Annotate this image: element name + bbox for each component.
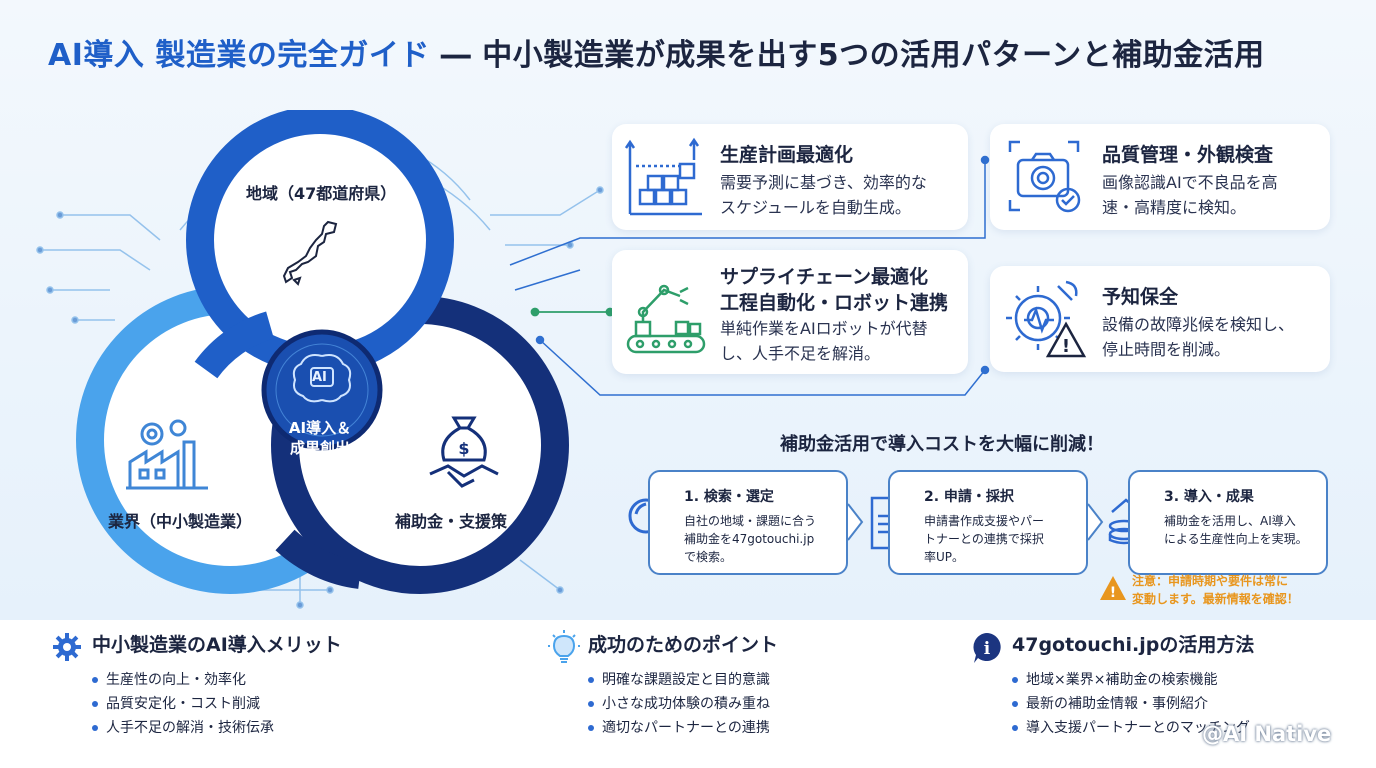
pattern-desc: 設備の故障兆候を検知し、 停止時間を削減。 <box>1102 315 1295 359</box>
svg-text:i: i <box>984 639 991 659</box>
pattern-desc: 画像認識AIで不良品を高 速・高精度に検知。 <box>1102 173 1278 217</box>
info-icon: i <box>973 633 1001 663</box>
svg-text:!: ! <box>1062 336 1070 357</box>
subsidy-note: 注意：申請時期や要件は常に 変動します。最新情報を確認！ <box>1132 574 1299 606</box>
money-handshake-icon: $ <box>429 416 499 488</box>
lightbulb-icon <box>548 630 580 663</box>
pattern-card-production: 生産計画最適化 需要予測に基づき、効率的な スケジュールを自動生成。 <box>612 124 968 230</box>
title-dash: ― <box>429 38 483 73</box>
step-desc: 申請書作成支援やパー トナーとの連携で採択 率UP。 <box>924 514 1045 564</box>
ai-brain-icon <box>292 354 352 403</box>
list-item: 生産性の向上・効率化 <box>92 668 274 692</box>
warning-icon: ! <box>1100 576 1126 601</box>
pattern-title: 品質管理・外観検査 <box>1102 144 1274 166</box>
step-title: 3. 導入・成果 <box>1164 489 1254 505</box>
pattern-card-supplychain: サプライチェーン最適化 工程自動化・ロボット連携 単純作業をAIロボットが代替 … <box>612 250 968 374</box>
subsidy-label: 補助金・支援策 <box>395 512 508 531</box>
step-arrows <box>847 503 1104 541</box>
list-item: 導入支援パートナーとのマッチング <box>1012 716 1250 740</box>
robot-arm-icon <box>626 284 706 354</box>
subsidy-step-2: 2. 申請・採択 申請書作成支援やパー トナーとの連携で採択 率UP。 <box>888 470 1088 575</box>
japan-map-icon <box>282 220 338 286</box>
list-item: 地域×業界×補助金の検索機能 <box>1012 668 1250 692</box>
svg-text:!: ! <box>1110 585 1116 601</box>
column-heading: 中小製造業のAI導入メリット <box>92 634 342 656</box>
pattern-desc: 単純作業をAIロボットが代替 し、人手不足を解消。 <box>720 319 928 363</box>
watermark: @AI Native <box>1202 722 1332 746</box>
gear-warning-icon: ! <box>1006 280 1087 358</box>
list-item: 適切なパートナーとの連携 <box>588 716 770 740</box>
step-desc: 補助金を活用し、AI導入 による生産性向上を実現。 <box>1164 514 1308 546</box>
pattern-card-quality: 品質管理・外観検査 画像認識AIで不良品を高 速・高精度に検知。 <box>990 124 1330 230</box>
step-title: 1. 検索・選定 <box>684 489 774 505</box>
merits-list: 生産性の向上・効率化 品質安定化・コスト削減 人手不足の解消・技術伝承 <box>92 668 274 740</box>
page-title: AI導入 製造業の完全ガイド ― 中小製造業が成果を出す5つの活用パターンと補助… <box>48 30 1265 74</box>
pattern-title: 予知保全 <box>1102 286 1179 308</box>
step-desc: 自社の地域・課題に合う 補助金を47gotouchi.jp で検索。 <box>684 514 817 564</box>
column-heading: 47gotouchi.jpの活用方法 <box>1012 634 1255 656</box>
svg-text:$: $ <box>458 439 469 458</box>
production-chart-icon <box>624 137 702 216</box>
bottom-panel <box>0 620 1376 768</box>
title-part2: 中小製造業が成果を出す5つの活用パターンと補助金活用 <box>482 38 1265 73</box>
camera-check-icon <box>1008 140 1081 213</box>
list-item: 品質安定化・コスト削減 <box>92 692 274 716</box>
usage-list: 地域×業界×補助金の検索機能 最新の補助金情報・事例紹介 導入支援パートナーとの… <box>1012 668 1250 740</box>
center-label: AI導入＆ 成果創出 <box>288 419 352 457</box>
points-list: 明確な課題設定と目的意識 小さな成功体験の積み重ね 適切なパートナーとの連携 <box>588 668 770 740</box>
pattern-title: 生産計画最適化 <box>720 144 854 166</box>
list-item: 最新の補助金情報・事例紹介 <box>1012 692 1250 716</box>
list-item: 小さな成功体験の積み重ね <box>588 692 770 716</box>
industry-label: 業界（中小製造業） <box>108 512 253 531</box>
list-item: 人手不足の解消・技術伝承 <box>92 716 274 740</box>
subsidy-step-1: 1. 検索・選定 自社の地域・課題に合う 補助金を47gotouchi.jp で… <box>648 470 848 575</box>
subsidy-step-3: 3. 導入・成果 補助金を活用し、AI導入 による生産性向上を実現。 <box>1128 470 1328 575</box>
pattern-title: サプライチェーン最適化 工程自動化・ロボット連携 <box>720 266 949 314</box>
pattern-card-maintenance: ! 予知保全 設備の故障兆候を検知し、 停止時間を削減。 <box>990 266 1330 372</box>
factory-icon <box>126 419 208 490</box>
region-label: 地域（47都道府県） <box>246 184 397 203</box>
gear-icon <box>53 633 81 661</box>
pattern-desc: 需要予測に基づき、効率的な スケジュールを自動生成。 <box>720 173 927 217</box>
title-part1: AI導入 製造業の完全ガイド <box>48 38 430 73</box>
trefoil-diagram <box>76 110 569 594</box>
list-item: 明確な課題設定と目的意識 <box>588 668 770 692</box>
step-title: 2. 申請・採択 <box>924 489 1014 505</box>
column-heading: 成功のためのポイント <box>588 634 779 656</box>
subsidy-heading: 補助金活用で導入コストを大幅に削減！ <box>780 434 1104 455</box>
center-ai-text: AI <box>312 370 327 385</box>
